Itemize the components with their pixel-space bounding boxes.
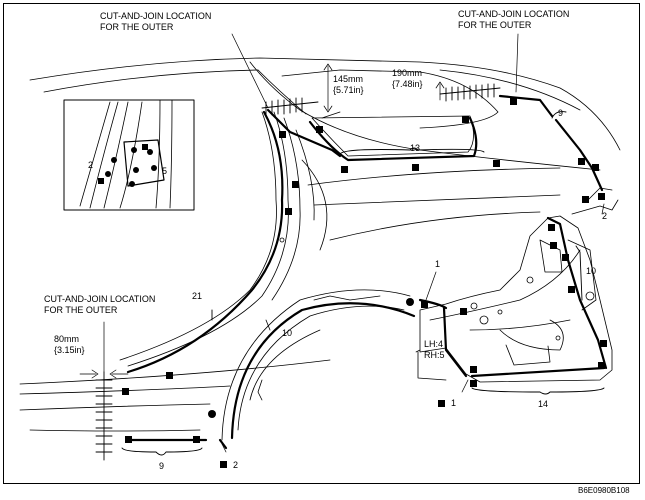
count-2-right-label: 2 (602, 211, 608, 221)
dimension-80mm: 80mm {3.15in} (54, 334, 85, 356)
count-9-bottom-label: 9 (159, 461, 165, 471)
callout-top-left-line1: CUT-AND-JOIN LOCATION (100, 11, 212, 21)
callout-top-right-line2: FOR THE OUTER (458, 20, 532, 30)
inner-structure (417, 187, 619, 383)
dimension-145mm-mm: 145mm (333, 74, 364, 84)
dimension-145mm: 145mm {5.71in} (333, 74, 364, 96)
dimension-145mm-in: {5.71in} (333, 85, 364, 95)
cut-join-hatch-top-left (261, 97, 319, 117)
callout-lower-left: CUT-AND-JOIN LOCATION FOR THE OUTER (44, 294, 155, 316)
leader-lines (103, 33, 605, 453)
cut-join-hatch-top-right (439, 83, 501, 102)
count-2-bottom-label: 2 (233, 460, 239, 470)
callout-lower-left-line2: FOR THE OUTER (44, 305, 118, 315)
count-14-label: 14 (538, 399, 549, 409)
inset-5-label: 5 (162, 166, 168, 176)
inset-detail (63, 99, 195, 211)
count-1-bottom-label: 1 (451, 398, 457, 408)
side-note-lh: LH:4 (424, 339, 444, 349)
count-9-top-label: 9 (558, 108, 564, 118)
callout-top-right: CUT-AND-JOIN LOCATION FOR THE OUTER (458, 9, 569, 31)
cut-join-hatch-lower-left (95, 371, 113, 461)
dimension-80mm-mm: 80mm (54, 334, 80, 344)
callout-lower-left-line1: CUT-AND-JOIN LOCATION (44, 294, 156, 304)
brackets (121, 111, 605, 456)
count-21-label: 21 (192, 291, 203, 301)
count-1-top-label: 1 (435, 259, 441, 269)
dimension-80mm-in: {3.15in} (54, 345, 85, 355)
callout-top-left-line2: FOR THE OUTER (100, 22, 174, 32)
side-note-rh: RH:5 (424, 350, 445, 360)
count-10-wheel-label: 10 (282, 328, 293, 338)
wheel-arch-detail (265, 237, 285, 331)
wheel-arch (221, 289, 411, 441)
callout-top-right-line1: CUT-AND-JOIN LOCATION (458, 9, 570, 19)
dimension-190mm: 190mm {7.48in} (392, 68, 423, 90)
figure-border (3, 3, 640, 484)
count-13-label: 13 (410, 143, 421, 153)
figure-code: B6E0980B108 (578, 486, 630, 495)
callout-top-left: CUT-AND-JOIN LOCATION FOR THE OUTER (100, 11, 211, 33)
weld-seams (126, 94, 608, 450)
count-10-right-label: 10 (586, 266, 597, 276)
dimension-190mm-mm: 190mm (392, 68, 423, 78)
inset-2-label: 2 (88, 160, 94, 170)
dimension-lines (79, 63, 445, 379)
weld-points (98, 98, 607, 468)
dimension-190mm-in: {7.48in} (392, 79, 423, 89)
hole-points (105, 147, 414, 418)
roof-outline (29, 57, 621, 171)
side-note: LH:4 RH:5 (424, 339, 445, 361)
